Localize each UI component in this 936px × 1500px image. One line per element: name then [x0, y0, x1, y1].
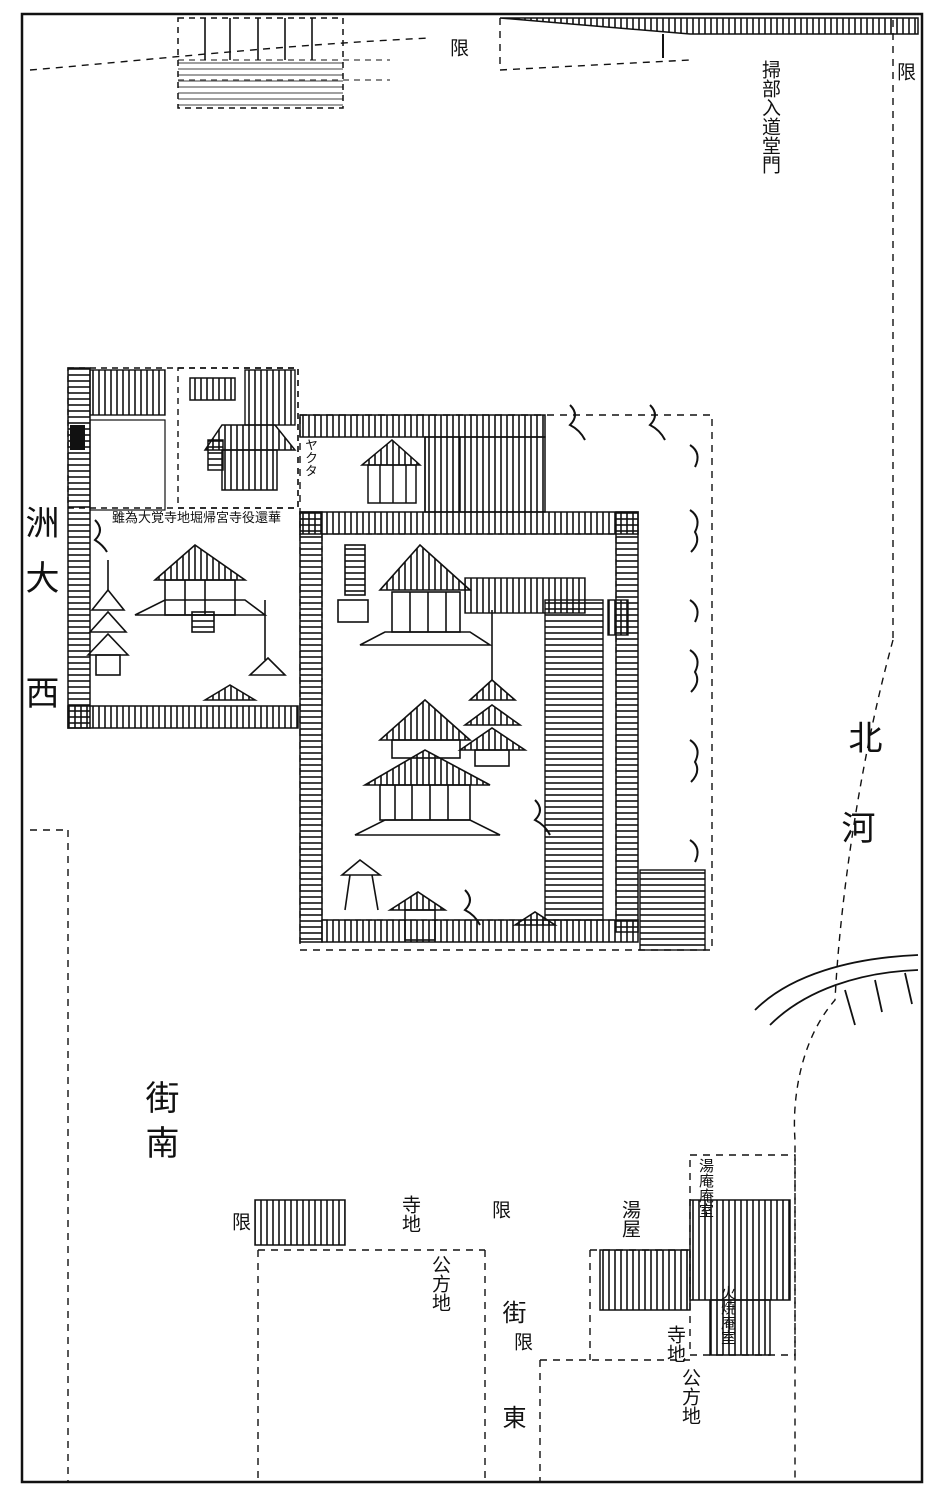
public-land-label-1: 公方地 — [429, 1255, 451, 1312]
west-label-3: 洲 — [19, 505, 59, 539]
east-label: 東 — [498, 1405, 526, 1429]
west-label: 西 — [19, 675, 59, 709]
public-land-label-2: 公方地 — [679, 1368, 701, 1425]
limit-label-mid: 限 — [489, 1200, 511, 1219]
top-left-block — [177, 17, 390, 109]
side-note-label: ヤクタ — [302, 438, 317, 477]
sweeping-gate-label: 掃部入道堂門 — [759, 60, 781, 174]
limit-label-top-right: 限 — [894, 62, 916, 81]
bathhouse-label: 湯屋 — [619, 1200, 641, 1238]
temple-halls — [86, 543, 558, 941]
east-label-2: 街 — [498, 1300, 526, 1324]
map-frame — [20, 12, 924, 1484]
north-river-label: 北 — [842, 720, 882, 754]
shrine-note-label: 雖為大覚寺地堀帰宮寺役還華 — [112, 511, 282, 526]
hermitage-label-1: 湯庵庵室 — [697, 1158, 715, 1218]
west-label-2: 大 — [19, 560, 59, 594]
temple-land-label-2: 寺地 — [664, 1325, 686, 1363]
lower-buildings — [254, 1199, 791, 1356]
south-label: 南 — [139, 1125, 179, 1159]
limit-label-lower: 限 — [511, 1332, 533, 1351]
main-compound — [299, 511, 706, 951]
limit-label-left: 限 — [229, 1212, 251, 1231]
north-river-label-2: 河 — [835, 810, 875, 844]
hermitage-label-2: 火焼庵室 — [719, 1285, 737, 1345]
bridge — [754, 954, 919, 1026]
upper-buildings — [189, 377, 546, 513]
west-precinct — [67, 367, 299, 729]
south-label-2: 街 — [139, 1080, 179, 1114]
temple-land-label-1: 寺地 — [399, 1195, 421, 1233]
trees — [93, 404, 699, 926]
limit-label-top-left: 限 — [447, 38, 469, 57]
top-wall — [499, 17, 919, 35]
